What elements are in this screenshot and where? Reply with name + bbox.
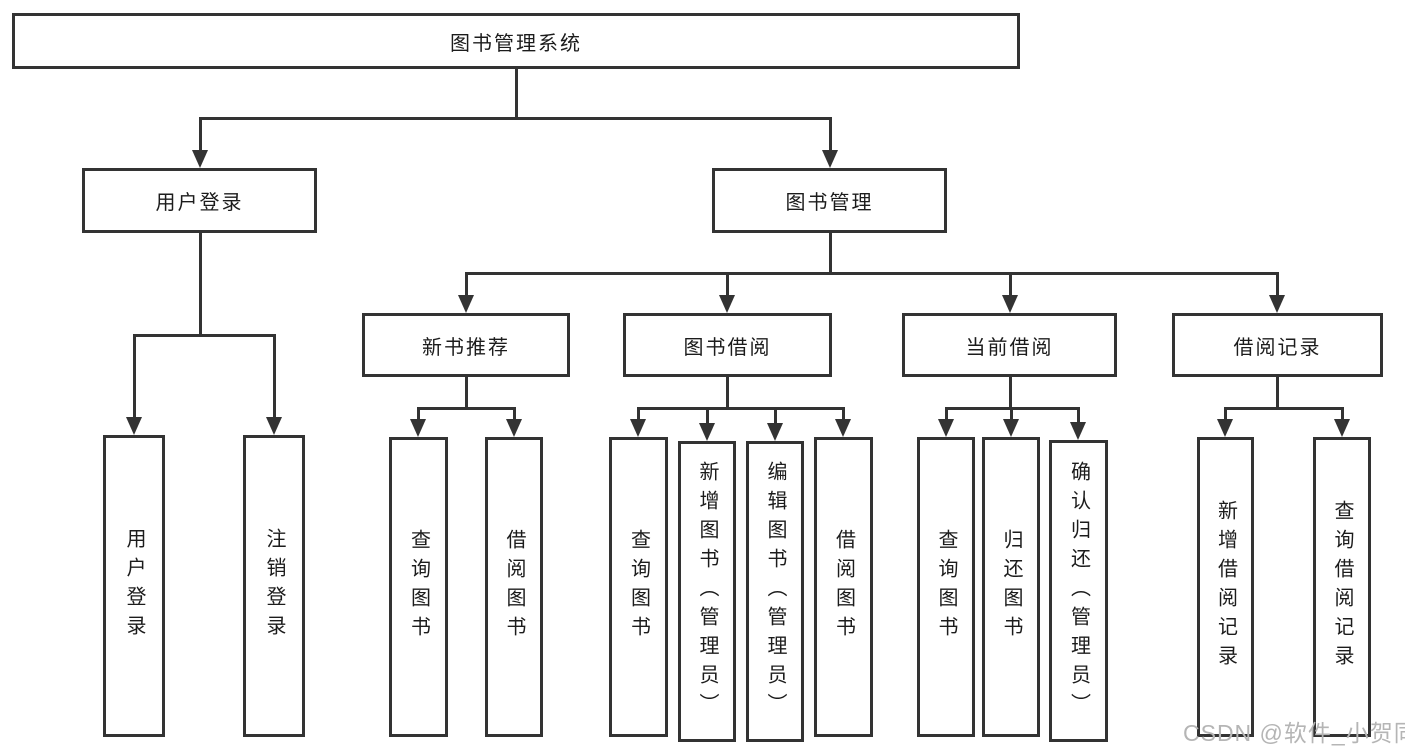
node-label: 新增借阅记录	[1214, 500, 1237, 674]
connector-line	[1341, 409, 1344, 419]
connector-line	[133, 334, 276, 337]
connector-line	[273, 336, 276, 417]
connector-line	[133, 336, 136, 417]
arrow-down-icon	[410, 419, 426, 437]
arrow-down-icon	[126, 417, 142, 435]
node-query-books-borrowing: 查询图书	[609, 437, 668, 737]
connector-line	[1276, 377, 1279, 408]
node-label: 新增图书（管理员）	[696, 461, 718, 722]
node-library-management-system: 图书管理系统	[12, 13, 1020, 69]
arrow-down-icon	[506, 419, 522, 437]
connector-line	[199, 119, 202, 151]
node-label: 用户登录	[155, 192, 244, 214]
arrow-down-icon	[266, 417, 282, 435]
node-add-borrow-record: 新增借阅记录	[1197, 437, 1254, 737]
connector-line	[945, 407, 1080, 410]
node-label: 借阅图书	[832, 529, 855, 645]
connector-line	[465, 274, 468, 295]
node-label: 图书管理系统	[450, 32, 582, 55]
connector-line	[829, 233, 832, 273]
node-borrow-books: 借阅图书	[814, 437, 873, 737]
node-logout: 注销登录	[243, 435, 305, 737]
connector-line	[829, 119, 832, 151]
node-label: 查询借阅记录	[1331, 500, 1353, 674]
connector-line	[637, 407, 845, 410]
node-label: 确认归还（管理员）	[1067, 460, 1090, 722]
csdn-watermark: CSDN @软件_小贺同学	[1183, 720, 1405, 746]
connector-line	[1009, 377, 1012, 408]
connector-line	[1224, 409, 1227, 419]
node-book-borrowing: 图书借阅	[623, 313, 832, 377]
connector-line	[842, 409, 845, 419]
node-label: 图书借阅	[683, 336, 772, 359]
connector-line	[199, 117, 832, 120]
connector-line	[726, 377, 729, 408]
node-edit-books-admin: 编辑图书（管理员）	[746, 441, 804, 742]
connector-line	[1276, 274, 1279, 295]
connector-line	[515, 68, 518, 118]
arrow-down-icon	[1003, 419, 1019, 437]
node-label: 查询图书	[407, 529, 430, 645]
arrow-down-icon	[938, 419, 954, 437]
connector-line	[1010, 409, 1013, 419]
arrow-down-icon	[719, 295, 735, 313]
node-label: 当前借阅	[965, 336, 1054, 359]
connector-line	[417, 409, 420, 419]
node-query-borrow-record: 查询借阅记录	[1313, 437, 1371, 737]
node-book-management: 图书管理	[712, 168, 947, 233]
connector-line	[706, 409, 709, 423]
arrow-down-icon	[630, 419, 646, 437]
arrow-down-icon	[1002, 295, 1018, 313]
node-label: 图书管理	[785, 192, 874, 214]
node-label: 归还图书	[1000, 529, 1022, 645]
node-borrowing-records: 借阅记录	[1172, 313, 1383, 377]
connector-line	[774, 409, 777, 423]
connector-line	[1009, 274, 1012, 295]
node-query-books-recommend: 查询图书	[389, 437, 448, 737]
node-label: 借阅图书	[503, 529, 525, 645]
node-add-books-admin: 新增图书（管理员）	[678, 441, 736, 742]
node-query-books-current: 查询图书	[917, 437, 975, 737]
node-label: 编辑图书（管理员）	[764, 461, 786, 722]
arrow-down-icon	[192, 150, 208, 168]
connector-line	[199, 233, 202, 335]
arrow-down-icon	[835, 419, 851, 437]
node-label: 查询图书	[627, 529, 650, 645]
arrow-down-icon	[458, 295, 474, 313]
node-user-login-group: 用户登录	[82, 168, 317, 233]
arrow-down-icon	[1070, 422, 1086, 440]
arrow-down-icon	[699, 423, 715, 441]
node-borrow-books-recommend: 借阅图书	[485, 437, 543, 737]
node-label: 查询图书	[935, 529, 957, 645]
connector-line	[1077, 409, 1080, 422]
arrow-down-icon	[822, 150, 838, 168]
node-current-borrowing: 当前借阅	[902, 313, 1117, 377]
arrow-down-icon	[1334, 419, 1350, 437]
connector-line	[637, 409, 640, 419]
arrow-down-icon	[767, 423, 783, 441]
connector-line	[417, 407, 516, 410]
node-label: 借阅记录	[1233, 336, 1322, 359]
node-label: 用户登录	[123, 528, 145, 644]
arrow-down-icon	[1217, 419, 1233, 437]
connector-line	[726, 274, 729, 295]
connector-line	[513, 409, 516, 419]
connector-line	[945, 409, 948, 419]
connector-line	[465, 272, 1279, 275]
connector-line	[1224, 407, 1344, 410]
node-label: 注销登录	[263, 528, 285, 644]
node-confirm-return-admin: 确认归还（管理员）	[1049, 440, 1108, 742]
node-return-books: 归还图书	[982, 437, 1040, 737]
node-new-book-recommend: 新书推荐	[362, 313, 570, 377]
node-label: 新书推荐	[422, 336, 510, 359]
node-user-login: 用户登录	[103, 435, 165, 737]
connector-line	[465, 377, 468, 408]
arrow-down-icon	[1269, 295, 1285, 313]
